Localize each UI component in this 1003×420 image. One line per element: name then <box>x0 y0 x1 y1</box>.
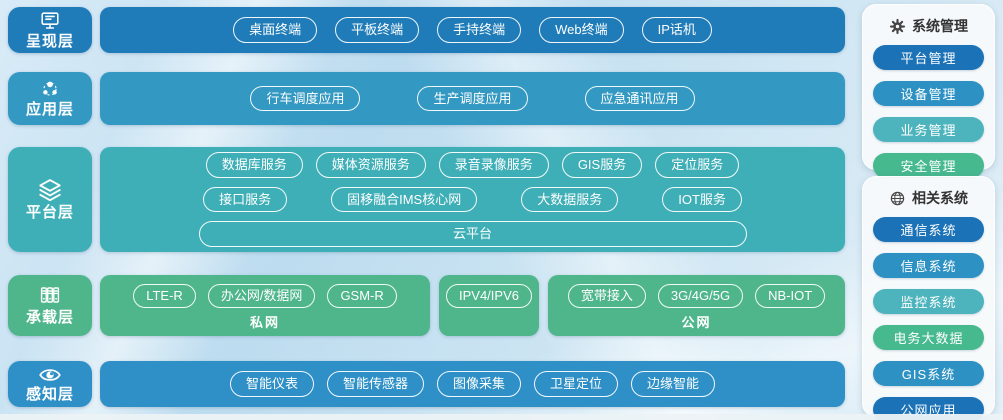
pill-image-capture: 图像采集 <box>436 371 521 397</box>
pill-tablet-terminal: 平板终端 <box>335 17 420 43</box>
server-rack-icon <box>38 284 62 308</box>
pill-cloud-platform: 云平台 <box>198 221 747 247</box>
pill-production-dispatch-app: 生产调度应用 <box>417 85 528 112</box>
pill-handheld-terminal: 手持终端 <box>437 17 522 43</box>
pill-smart-meter: 智能仪表 <box>229 371 314 397</box>
pill-interface-service: 接口服务 <box>203 186 288 213</box>
gear-icon <box>889 18 906 35</box>
item-device-management: 设备管理 <box>873 81 984 106</box>
bearer-layer-row: LTE-R 办公网/数据网 GSM-R 私网 IPV4/IPV6 宽带接入 3G… <box>100 275 845 336</box>
layer-label-perception: 感知层 <box>8 361 92 407</box>
layer-label-bearer: 承载层 <box>8 275 92 336</box>
private-network-group: LTE-R 办公网/数据网 GSM-R 私网 <box>100 275 430 336</box>
item-communication-system: 通信系统 <box>873 217 984 242</box>
globe-icon <box>889 190 906 207</box>
pill-ims-core-network: 固移融合IMS核心网 <box>331 186 478 213</box>
system-management-panel: 系统管理 平台管理 设备管理 业务管理 安全管理 <box>862 4 995 178</box>
layer-label-platform: 平台层 <box>8 147 92 252</box>
pill-broadband-access: 宽带接入 <box>567 284 646 308</box>
pill-desktop-terminal: 桌面终端 <box>233 17 318 43</box>
presentation-layer-row: 桌面终端 平板终端 手持终端 Web终端 IP话机 <box>100 7 845 53</box>
item-security-management: 安全管理 <box>873 153 984 178</box>
platform-layer-row: 数据库服务 媒体资源服务 录音录像服务 GIS服务 定位服务 接口服务 固移融合… <box>100 147 845 252</box>
pill-iot-service: IOT服务 <box>662 186 742 213</box>
pill-emergency-comm-app: 应急通讯应用 <box>584 85 695 112</box>
eye-icon <box>38 365 62 385</box>
related-systems-panel: 相关系统 通信系统 信息系统 监控系统 电务大数据 GIS系统 公网应用 <box>862 176 995 420</box>
platform-services-line-3: 云平台 <box>198 221 747 247</box>
private-network-pills: LTE-R 办公网/数据网 GSM-R <box>133 284 397 308</box>
pill-satellite-positioning: 卫星定位 <box>534 371 619 397</box>
public-network-label: 公网 <box>681 314 712 330</box>
pill-edge-intelligence: 边缘智能 <box>631 371 716 397</box>
panel-title: 相关系统 <box>912 190 968 206</box>
pill-web-terminal: Web终端 <box>539 17 624 43</box>
pill-lte-r: LTE-R <box>133 284 196 308</box>
public-network-group: 宽带接入 3G/4G/5G NB-IOT 公网 <box>548 275 845 336</box>
layers-icon <box>37 177 63 203</box>
pill-gsm-r: GSM-R <box>327 284 397 308</box>
layer-label-text: 感知层 <box>25 385 74 403</box>
share-nodes-icon <box>39 78 61 100</box>
pill-ip-phone: IP话机 <box>641 17 712 43</box>
layer-label-text: 呈现层 <box>25 32 74 50</box>
private-network-label: 私网 <box>249 314 280 330</box>
layer-label-text: 承载层 <box>25 309 74 327</box>
layer-label-presentation: 呈现层 <box>8 7 92 53</box>
panel-title: 系统管理 <box>912 18 968 34</box>
pill-3g4g5g: 3G/4G/5G <box>657 284 744 308</box>
item-platform-management: 平台管理 <box>873 45 984 70</box>
pill-smart-sensor: 智能传感器 <box>326 371 424 397</box>
ipv-pills: IPV4/IPV6 <box>446 284 532 308</box>
pill-media-resource-service: 媒体资源服务 <box>315 152 426 178</box>
pill-nb-iot: NB-IOT <box>755 284 826 308</box>
public-network-pills: 宽带接入 3G/4G/5G NB-IOT <box>567 284 826 308</box>
application-layer-row: 行车调度应用 生产调度应用 应急通讯应用 <box>100 72 845 125</box>
item-monitoring-system: 监控系统 <box>873 289 984 314</box>
pill-office-data-network: 办公网/数据网 <box>207 284 316 308</box>
pill-database-service: 数据库服务 <box>205 152 303 178</box>
item-railway-bigdata: 电务大数据 <box>873 325 984 350</box>
platform-services-line-2: 接口服务 固移融合IMS核心网 大数据服务 IOT服务 <box>203 186 742 213</box>
pill-train-dispatch-app: 行车调度应用 <box>250 85 361 112</box>
item-information-system: 信息系统 <box>873 253 984 278</box>
ipv4-ipv6-group: IPV4/IPV6 <box>439 275 539 336</box>
item-gis-system: GIS系统 <box>873 361 984 386</box>
layer-label-application: 应用层 <box>8 72 92 125</box>
system-management-header: 系统管理 <box>873 16 984 36</box>
pill-recording-service: 录音录像服务 <box>438 152 549 178</box>
item-business-management: 业务管理 <box>873 117 984 142</box>
layer-label-text: 平台层 <box>25 204 74 222</box>
bottom-band <box>0 414 1003 420</box>
pill-bigdata-service: 大数据服务 <box>521 186 619 213</box>
platform-services-line-1: 数据库服务 媒体资源服务 录音录像服务 GIS服务 定位服务 <box>205 152 740 178</box>
pill-gis-service: GIS服务 <box>561 152 643 178</box>
related-systems-header: 相关系统 <box>873 188 984 208</box>
perception-layer-row: 智能仪表 智能传感器 图像采集 卫星定位 边缘智能 <box>100 361 845 407</box>
layer-label-text: 应用层 <box>25 101 74 119</box>
monitor-icon <box>39 10 61 32</box>
pill-ipv4-ipv6: IPV4/IPV6 <box>446 284 532 308</box>
pill-positioning-service: 定位服务 <box>655 152 740 178</box>
